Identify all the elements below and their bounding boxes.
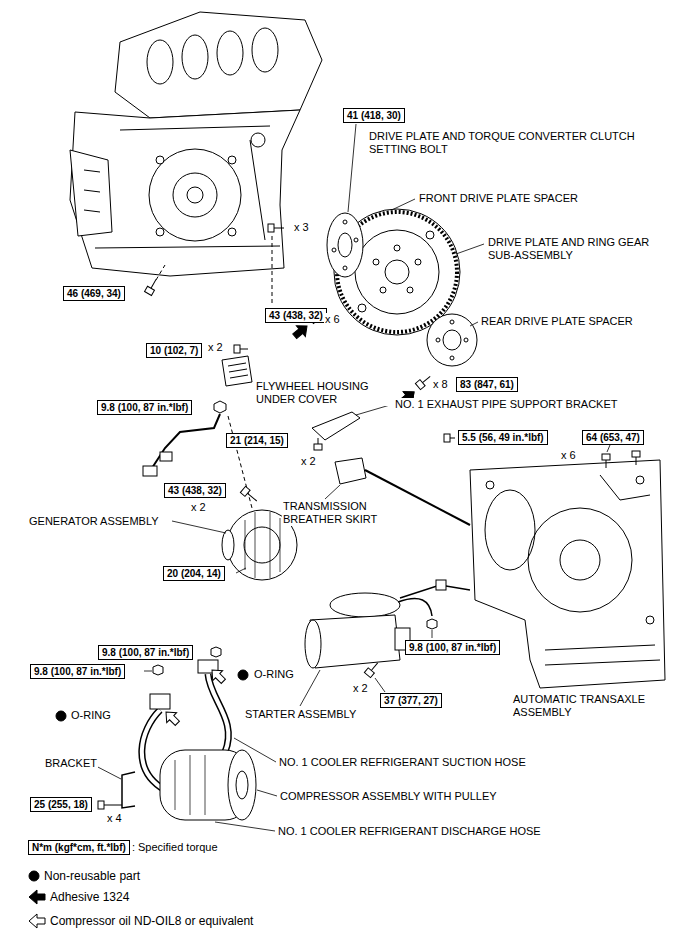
quantity-label: x 8 (432, 378, 449, 391)
torque-value: 64 (653, 47) (586, 432, 640, 443)
torque-value: 9.8 (100, 87 in.*lbf) (101, 402, 188, 413)
part-label: AUTOMATIC TRANSAXLE ASSEMBLY (512, 693, 674, 719)
part-label: NO. 1 EXHAUST PIPE SUPPORT BRACKET (394, 398, 619, 411)
torque-value: 9.8 (100, 87 in.*lbf) (409, 642, 496, 653)
torque-box: 10 (102, 7) (146, 343, 202, 358)
torque-value: 41 (418, 30) (347, 110, 401, 121)
torque-box: 64 (653, 47) (582, 430, 644, 445)
torque-box: 41 (418, 30) (343, 108, 405, 123)
torque-box: 21 (214, 15) (226, 433, 288, 448)
part-label: TRANSMISSION BREATHER SKIRT (282, 500, 399, 526)
part-label: BRACKET (44, 757, 98, 770)
legend-text: Adhesive 1324 (50, 890, 129, 904)
part-label: DRIVE PLATE AND RING GEAR SUB-ASSEMBLY (487, 236, 659, 262)
torque-value: 43 (438, 32) (168, 485, 222, 496)
torque-value: 21 (214, 15) (230, 435, 284, 446)
legend-caption: : Specified torque (132, 841, 218, 854)
torque-box: 83 (847, 61) (456, 377, 518, 392)
torque-box: 37 (377, 27) (380, 693, 442, 708)
torque-value: 43 (438, 32) (269, 310, 323, 321)
part-label: O-RING (253, 668, 295, 681)
torque-box: 9.8 (100, 87 in.*lbf) (98, 645, 193, 660)
quantity-label: x 3 (293, 221, 310, 234)
part-label: O-RING (70, 709, 112, 722)
torque-box: 43 (438, 32) (265, 308, 327, 323)
torque-value: 9.8 (100, 87 in.*lbf) (102, 647, 189, 658)
part-label: STARTER ASSEMBLY (244, 708, 357, 721)
legend-text: Non-reusable part (44, 869, 140, 883)
torque-box: 9.8 (100, 87 in.*lbf) (30, 664, 125, 679)
part-label: FLYWHEEL HOUSING UNDER COVER (255, 380, 392, 406)
torque-value: 83 (847, 61) (460, 379, 514, 390)
torque-box: 25 (255, 18) (30, 797, 92, 812)
torque-value: 37 (377, 27) (384, 695, 438, 706)
torque-box: 5.5 (56, 49 in.*lbf) (458, 430, 548, 445)
engine-illustration (70, 12, 322, 276)
quantity-label: x 4 (106, 812, 123, 825)
quantity-label: x 2 (352, 682, 369, 695)
torque-value: 20 (204, 14) (167, 568, 221, 579)
legend-entry: Adhesive 1324 (50, 890, 129, 904)
part-label: GENERATOR ASSEMBLY (28, 515, 160, 528)
part-label: NO. 1 COOLER REFRIGERANT DISCHARGE HOSE (277, 825, 542, 838)
legend-entry: Non-reusable part (44, 869, 140, 883)
torque-value: 9.8 (100, 87 in.*lbf) (34, 666, 121, 677)
quantity-label: x 2 (207, 341, 224, 354)
torque-value: 46 (469, 34) (67, 288, 121, 299)
legend-entry: Compressor oil ND-OIL8 or equivalent (50, 914, 253, 928)
torque-value: 5.5 (56, 49 in.*lbf) (462, 432, 544, 443)
torque-box: 20 (204, 14) (163, 566, 225, 581)
part-label: DRIVE PLATE AND TORQUE CONVERTER CLUTCH … (368, 130, 640, 156)
torque-box: 9.8 (100, 87 in.*lbf) (405, 640, 500, 655)
quantity-label: x 2 (300, 455, 317, 468)
quantity-label: x 6 (560, 449, 577, 462)
legend-torque-box: N*m (kgf*cm, ft.*lbf): Specified torque (28, 840, 130, 855)
torque-box: 43 (438, 32) (164, 483, 226, 498)
part-label: FRONT DRIVE PLATE SPACER (418, 192, 579, 205)
torque-value: 10 (102, 7) (150, 345, 198, 356)
legend-text: Compressor oil ND-OIL8 or equivalent (50, 914, 253, 928)
part-label: COMPRESSOR ASSEMBLY WITH PULLEY (279, 790, 498, 803)
torque-box: 46 (469, 34) (63, 286, 125, 301)
torque-box: 9.8 (100, 87 in.*lbf) (97, 400, 192, 415)
part-label: NO. 1 COOLER REFRIGERANT SUCTION HOSE (278, 756, 527, 769)
torque-value: 25 (255, 18) (34, 799, 88, 810)
torque-value: N*m (kgf*cm, ft.*lbf) (32, 842, 126, 853)
quantity-label: x 6 (324, 313, 341, 326)
quantity-label: x 2 (190, 501, 207, 514)
part-label: REAR DRIVE PLATE SPACER (480, 315, 634, 328)
